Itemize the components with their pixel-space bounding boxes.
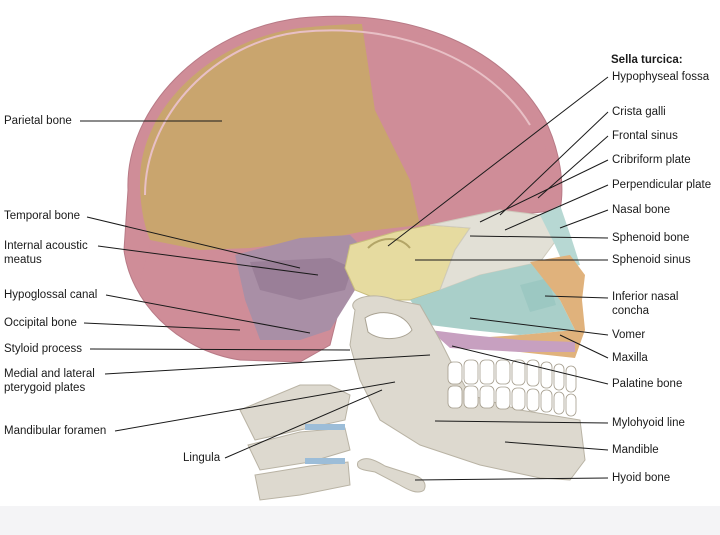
petrous-ridge	[250, 258, 352, 300]
label-sphenoid-sinus: Sphenoid sinus	[612, 254, 691, 266]
intervertebral-disc	[305, 424, 345, 430]
label-hypoglossal-canal: Hypoglossal canal	[4, 289, 98, 301]
leader-lines-right	[387, 76, 609, 481]
label-crista-galli: Crista galli	[612, 106, 666, 118]
label-frontal-sinus: Frontal sinus	[612, 130, 678, 142]
vomer-region	[410, 262, 575, 335]
label-maxilla: Maxilla	[612, 352, 648, 364]
frontal-bone-region	[362, 24, 549, 225]
label-palatine-bone: Palatine bone	[612, 378, 683, 390]
label-hypophyseal-fossa: Hypophyseal fossa	[612, 71, 710, 83]
lower-teeth	[447, 385, 577, 417]
label-sphenoid-bone: Sphenoid bone	[612, 232, 690, 244]
label-mandibular-foramen: Mandibular foramen	[4, 425, 107, 437]
palatine-region	[430, 330, 575, 352]
intervertebral-disc	[305, 458, 345, 464]
label-vomer: Vomer	[612, 329, 646, 341]
inferior-concha-region	[520, 278, 556, 312]
mandible-ramus-hole	[364, 312, 413, 339]
parietal-bone-region	[140, 24, 420, 250]
label-pterygoid-plates: Medial and lateral pterygoid plates	[4, 368, 95, 394]
label-mylohyoid-line: Mylohyoid line	[612, 417, 685, 429]
label-lingula: Lingula	[183, 452, 221, 464]
mandible-region	[349, 295, 586, 481]
upper-teeth	[447, 359, 577, 393]
inner-vault-outline	[144, 29, 531, 196]
label-occipital-bone: Occipital bone	[4, 317, 77, 329]
maxilla-region	[440, 255, 585, 358]
label-inferior-nasal-concha: Inferior nasal concha	[612, 291, 679, 317]
label-nasal-bone: Nasal bone	[612, 204, 671, 216]
label-parietal-bone: Parietal bone	[4, 115, 72, 127]
nasal-bone-region	[540, 205, 580, 268]
label-temporal-bone: Temporal bone	[4, 210, 81, 222]
label-sella-turcica: Sella turcica:	[611, 54, 683, 66]
hyoid-bone-shape	[356, 458, 426, 493]
skull-illustration	[80, 15, 609, 501]
label-perpendicular-plate: Perpendicular plate	[612, 179, 712, 191]
leader-lines-left	[80, 120, 431, 459]
diagram-canvas: Parietal bone Temporal bone Internal aco…	[0, 0, 720, 506]
label-mandible: Mandible	[612, 444, 659, 456]
label-styloid-process: Styloid process	[4, 343, 82, 355]
cervical-vertebrae	[239, 384, 351, 501]
label-hyoid-bone: Hyoid bone	[612, 472, 671, 484]
label-internal-acoustic-meatus: Internal acoustic meatus	[4, 240, 88, 266]
sella-turcica-shape	[367, 238, 411, 249]
label-cribriform-plate: Cribriform plate	[612, 154, 691, 166]
